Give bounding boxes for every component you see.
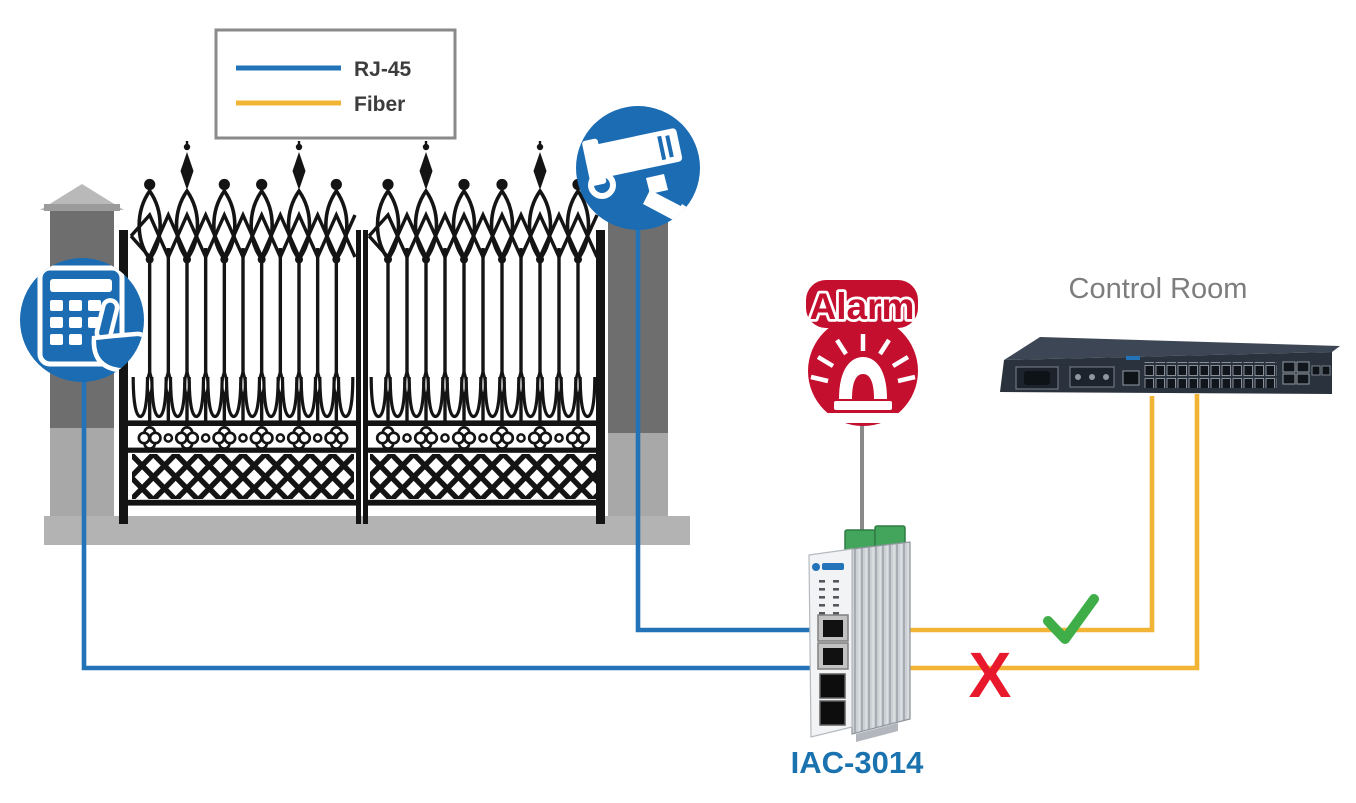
pillar-cap (40, 184, 124, 210)
device-leds (819, 580, 839, 615)
keypad-display (50, 279, 112, 292)
gate-frame (119, 230, 605, 524)
legend-box (214, 28, 457, 140)
fiber-line-lower (907, 394, 1200, 671)
cross-icon: X (969, 639, 1012, 711)
terminal-screw (1103, 374, 1109, 380)
device-sfp-port-2 (819, 700, 846, 726)
switch-console-port (1122, 370, 1140, 386)
switch-uplink-sfp (1311, 365, 1331, 376)
switch-logo (1126, 356, 1140, 360)
legend-fiber-label: Fiber (354, 93, 405, 116)
switch-rj45-ports (1282, 361, 1310, 385)
device-din-tab (856, 723, 898, 742)
legend: RJ-45 Fiber (214, 28, 457, 140)
iac-3014-label: IAC-3014 (791, 745, 924, 780)
rj45-line-camera (635, 226, 813, 633)
camera-joint (646, 174, 668, 194)
control-room-label: Control Room (1069, 273, 1248, 305)
keypad-keys (50, 300, 101, 345)
legend-rj45-label: RJ-45 (354, 58, 412, 81)
camera-lens (588, 171, 616, 199)
iron-gate (119, 141, 605, 524)
gate-ornaments (128, 141, 600, 506)
power-socket (1024, 371, 1050, 385)
rack-switch (1000, 337, 1340, 394)
iac-3014-device (808, 525, 911, 742)
device-side-fins (851, 541, 911, 735)
device-sfp-port-1 (819, 673, 846, 699)
device-rj45-port-1-jack (823, 620, 843, 637)
terminal-screw (1075, 374, 1081, 380)
switch-top-face (1004, 337, 1340, 360)
siren-icon (810, 334, 916, 423)
alarm-siren-icon: Alarm (806, 280, 918, 426)
terminal-screw (1089, 374, 1095, 380)
siren-rays (810, 334, 916, 384)
alarm-label-blob (806, 280, 918, 328)
keypad-body (37, 265, 125, 367)
fiber-line-upper (907, 396, 1155, 633)
alarm-label: Alarm (810, 286, 915, 327)
switch-sfp-ports (1143, 362, 1277, 388)
device-logo (812, 563, 820, 571)
device-logo-text (822, 563, 844, 570)
device-rj45-port-2-jack (823, 648, 843, 665)
check-icon (1043, 594, 1099, 644)
rj45-line-keypad (81, 378, 813, 671)
